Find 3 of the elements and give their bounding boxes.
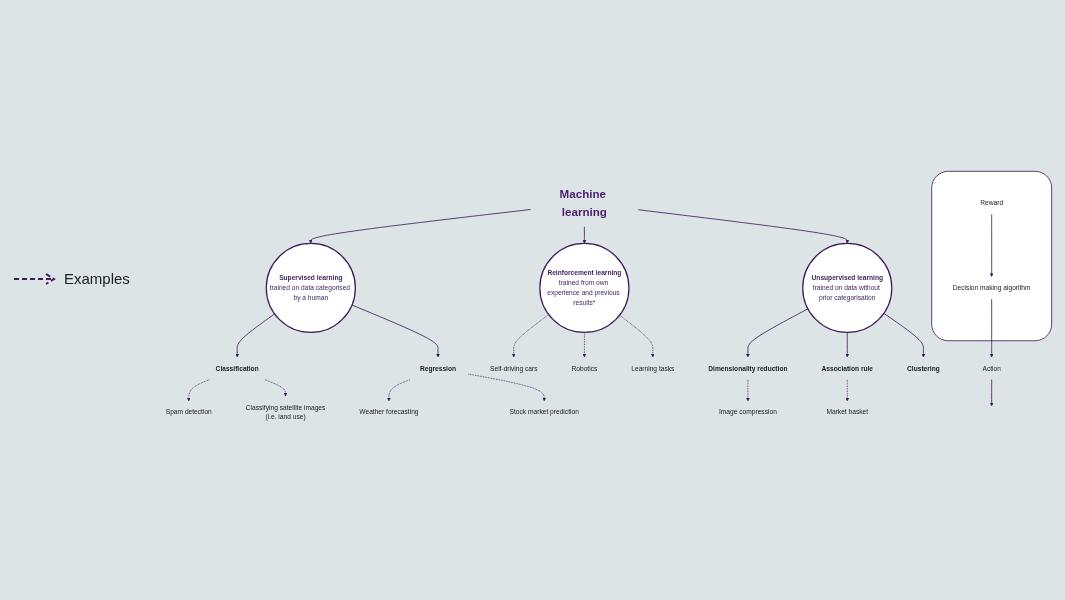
node-text: Machine learning [559,187,607,219]
cluster [931,170,1053,342]
legend-text: Examples [64,270,130,287]
